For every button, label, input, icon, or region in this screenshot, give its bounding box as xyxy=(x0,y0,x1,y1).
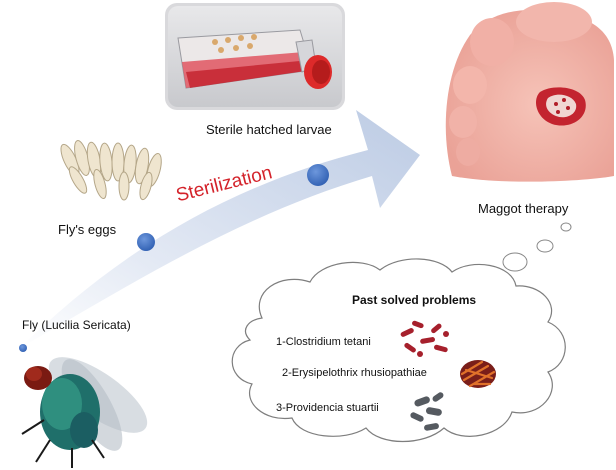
providencia-bacteria-icon xyxy=(410,392,444,431)
cloud-title: Past solved problems xyxy=(352,293,477,307)
wounded-foot-icon xyxy=(445,2,614,182)
problem-item-1: 1-Clostridium tetani xyxy=(276,336,371,348)
step-dot-eggs xyxy=(137,233,155,251)
thought-bubbles xyxy=(502,222,572,272)
problem-item-3: 3-Providencia stuartii xyxy=(276,402,379,414)
therapy-label: Maggot therapy xyxy=(478,201,569,216)
clostridium-bacteria-icon xyxy=(400,320,449,357)
eggs-label: Fly's eggs xyxy=(58,222,117,237)
eggs-icon xyxy=(60,140,162,201)
culture-flask-icon xyxy=(165,3,345,110)
step-dot-fly xyxy=(19,344,27,352)
step-dot-larvae xyxy=(307,164,329,186)
erysipelothrix-bacteria-icon xyxy=(460,360,496,388)
fly-icon xyxy=(21,357,148,468)
fly-label: Fly (Lucilia Sericata) xyxy=(22,318,131,332)
problems-cloud xyxy=(231,258,566,443)
problem-item-2: 2-Erysipelothrix rhusiopathiae xyxy=(282,367,427,379)
larvae-label: Sterile hatched larvae xyxy=(206,122,332,137)
